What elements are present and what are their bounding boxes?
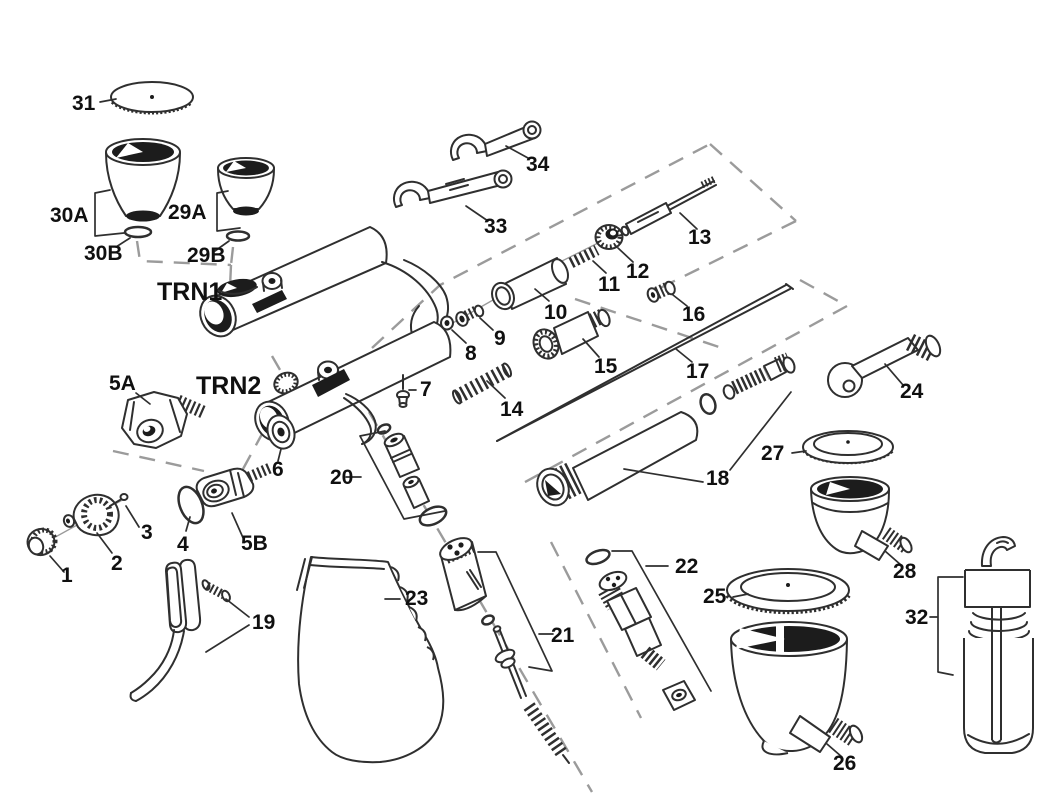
part-10-needle-tube xyxy=(491,257,570,311)
part-5b-air-valve-assembly xyxy=(195,462,273,541)
part-30a-gravity-cup-large xyxy=(94,138,181,237)
part-3-fluid-needle-tip xyxy=(109,493,140,528)
part-30b-cup-gasket xyxy=(115,225,153,248)
label-6: 6 xyxy=(272,458,284,481)
label-7: 7 xyxy=(420,378,432,401)
label-15: 15 xyxy=(594,355,618,378)
label-33: 33 xyxy=(484,215,507,238)
label-8: 8 xyxy=(465,342,477,365)
part-32-siphon-bottle-assembly xyxy=(929,536,1034,754)
part-number-labels: 1 2 3 4 5A 5B 6 7 8 9 10 11 12 13 14 15 … xyxy=(50,92,928,775)
assembly-dashed-lines xyxy=(112,142,848,793)
label-5b: 5B xyxy=(241,532,268,555)
label-4: 4 xyxy=(177,533,189,556)
label-21: 21 xyxy=(551,624,575,647)
part-19-trigger xyxy=(129,558,250,702)
part-25-cup-lid xyxy=(725,568,851,615)
label-20: 20 xyxy=(330,466,353,489)
part-15-valve-piston xyxy=(532,308,611,360)
part-26-siphon-cup-large xyxy=(730,621,864,758)
label-16: 16 xyxy=(682,303,705,326)
label-22: 22 xyxy=(675,555,698,578)
part-29b-cup-gasket xyxy=(214,230,251,252)
part-21-air-valve-set xyxy=(439,537,570,764)
label-1: 1 xyxy=(61,564,73,587)
label-29a: 29A xyxy=(168,201,207,224)
part-9-needle-chuck xyxy=(455,304,494,331)
part-28-siphon-cup-small xyxy=(810,476,913,566)
part-14-valve-spring xyxy=(451,362,513,405)
label-19: 19 xyxy=(252,611,275,634)
label-25: 25 xyxy=(703,585,727,608)
label-27: 27 xyxy=(761,442,784,465)
label-10: 10 xyxy=(544,301,567,324)
part-33-wrench-large xyxy=(392,169,513,222)
label-17: 17 xyxy=(686,360,709,383)
part-7-set-screw xyxy=(396,374,417,408)
label-9: 9 xyxy=(494,327,506,350)
part-29a-gravity-cup-small xyxy=(216,157,275,232)
label-2: 2 xyxy=(111,552,123,575)
part-17-fluid-needle xyxy=(496,283,794,442)
label-30a: 30A xyxy=(50,204,89,227)
label-trn2: TRN2 xyxy=(196,372,261,400)
part-2-nozzle-head xyxy=(62,493,120,554)
label-31: 31 xyxy=(72,92,96,115)
label-30b: 30B xyxy=(84,242,123,265)
part-20-fluid-control-set xyxy=(345,423,448,527)
part-18-handle-tube-assembly xyxy=(536,352,796,507)
label-29b: 29B xyxy=(187,244,226,267)
part-23-handle-shell xyxy=(296,556,445,764)
label-12: 12 xyxy=(626,260,649,283)
part-24-handle-tail xyxy=(827,333,942,398)
label-14: 14 xyxy=(500,398,524,421)
label-11: 11 xyxy=(598,273,621,296)
part-4-valve-o-ring xyxy=(177,485,205,532)
label-trn1: TRN1 xyxy=(157,278,222,306)
label-23: 23 xyxy=(405,587,428,610)
label-26: 26 xyxy=(833,752,856,775)
label-32: 32 xyxy=(905,606,928,629)
label-5a: 5A xyxy=(109,372,136,395)
label-28: 28 xyxy=(893,560,917,583)
trn1-airbrush-body xyxy=(199,226,449,341)
part-22-air-valve-assembly xyxy=(585,548,712,711)
part-34-wrench-small xyxy=(449,120,542,161)
part-11-needle-spring xyxy=(568,245,607,274)
label-18: 18 xyxy=(706,467,730,490)
label-34: 34 xyxy=(526,153,550,176)
part-6-valve-washer xyxy=(266,414,296,462)
part-27-cup-lid-small xyxy=(791,430,895,465)
part-12-spring-nut xyxy=(594,224,634,263)
label-24: 24 xyxy=(900,380,924,403)
label-13: 13 xyxy=(688,226,711,249)
part-1-nozzle-cap xyxy=(26,527,65,573)
part-16-nozzle-plug xyxy=(646,280,688,307)
part-31-cup-lid-large xyxy=(99,81,194,115)
part-5a-air-valve-housing xyxy=(121,391,206,449)
part-8-needle-locknut xyxy=(440,315,467,344)
label-3: 3 xyxy=(141,521,153,544)
part-13-needle-chucking-guide xyxy=(620,175,717,237)
